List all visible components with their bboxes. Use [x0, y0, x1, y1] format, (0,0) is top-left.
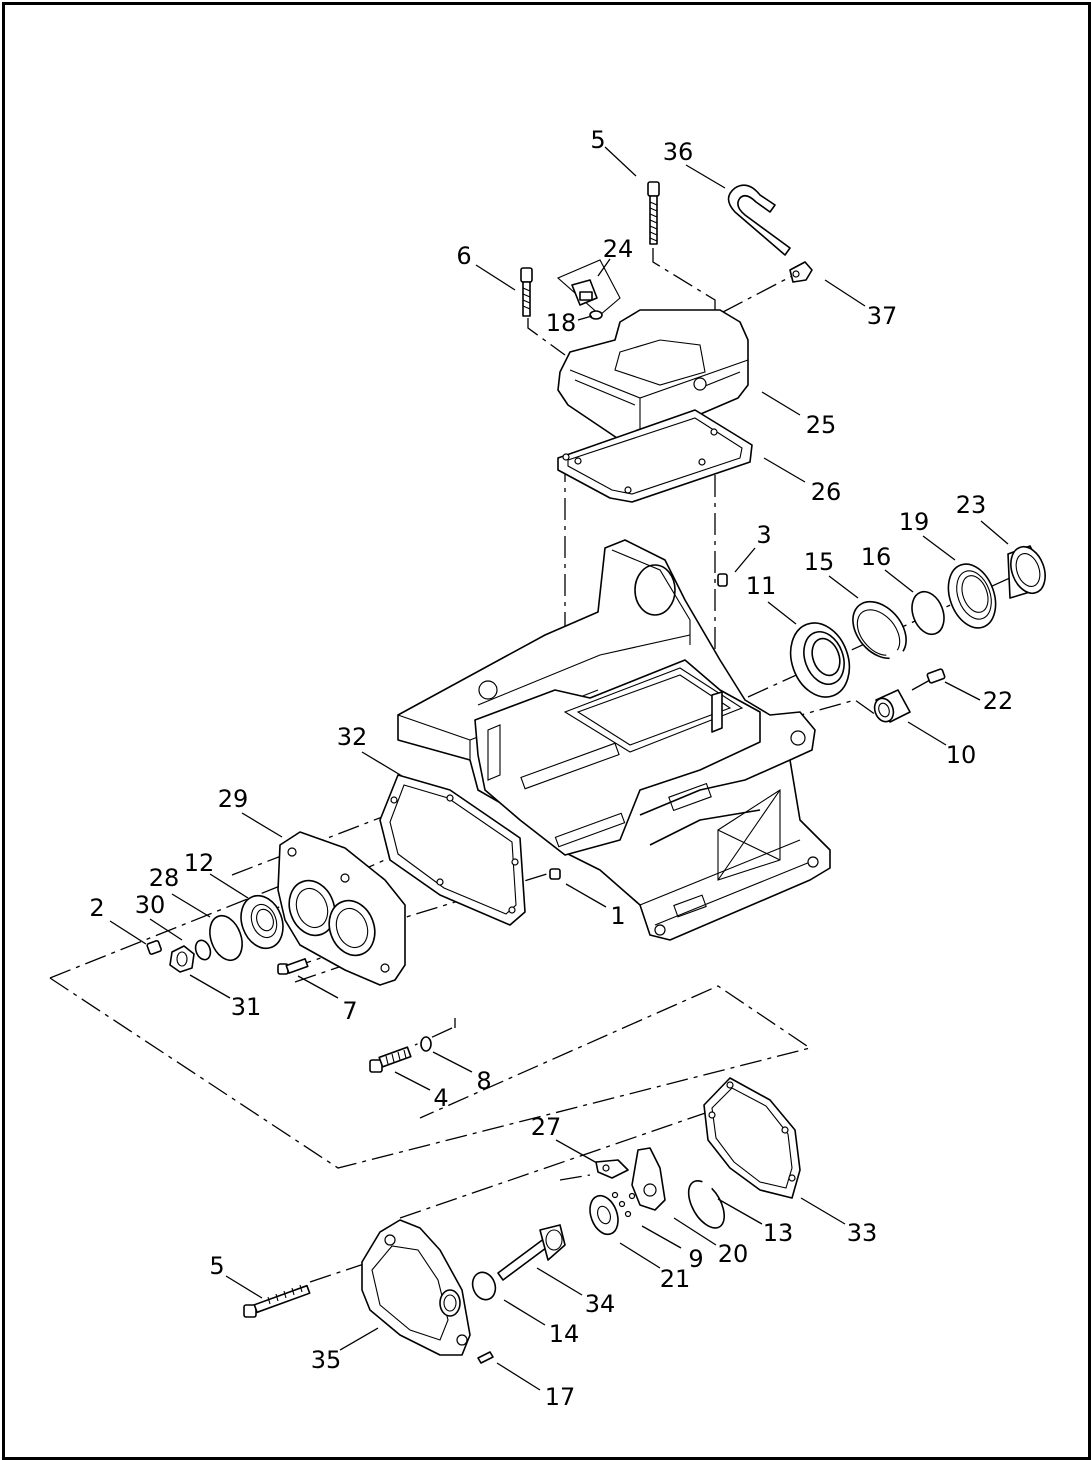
callout-8: 8: [476, 1067, 491, 1095]
washer-8: [420, 1036, 432, 1052]
washers-9: [611, 1191, 636, 1218]
bearing-11: [789, 622, 851, 698]
washer-30: [194, 939, 212, 961]
neutral-switch-24: [556, 259, 621, 316]
callout-17: 17: [545, 1383, 576, 1411]
callout-14: 14: [549, 1320, 580, 1348]
o-ring-18: [589, 310, 603, 320]
bolt-5-bottom: [243, 1284, 311, 1318]
callout-20: 20: [718, 1240, 749, 1268]
callout-33: 33: [847, 1219, 878, 1247]
callout-22: 22: [983, 687, 1014, 715]
callout-34: 34: [585, 1290, 616, 1318]
callout-26: 26: [811, 478, 842, 506]
callout-3: 3: [756, 521, 771, 549]
gasket-33: [703, 1077, 801, 1199]
callout-11: 11: [746, 572, 777, 600]
callout-23: 23: [956, 491, 987, 519]
callout-13: 13: [763, 1219, 794, 1247]
shift-shaft-34: [497, 1224, 566, 1281]
callout-12: 12: [184, 849, 215, 877]
dowel-pin-22: [926, 668, 946, 684]
callout-21: 21: [660, 1265, 691, 1293]
callout-9: 9: [688, 1245, 703, 1273]
callout-31: 31: [231, 993, 262, 1021]
callout-28: 28: [149, 864, 180, 892]
callout-labels: 5 36 6 24 37 18 25 26 23 19 3 16 15 11 2…: [89, 126, 1013, 1411]
top-cover-25: [557, 309, 749, 441]
callout-35: 35: [311, 1346, 342, 1374]
o-ring-16: [911, 590, 945, 636]
dowel-pin-1: [549, 868, 561, 880]
vent-hose-36: [727, 184, 791, 256]
callout-15: 15: [804, 548, 835, 576]
vent-fitting-37: [789, 261, 813, 283]
plug-7: [277, 958, 309, 975]
retaining-ring-15: [852, 600, 907, 660]
callout-16: 16: [861, 543, 892, 571]
bolt-6: [520, 267, 533, 317]
gasket-32: [379, 774, 526, 926]
callout-4: 4: [433, 1084, 448, 1112]
nut-31: [169, 945, 195, 973]
needle-bearing-10: [873, 689, 911, 723]
top-cover-gasket-26: [557, 409, 753, 503]
retaining-ring-13: [687, 1180, 726, 1229]
dowel-pin-3: [717, 573, 728, 587]
callout-30: 30: [135, 891, 166, 919]
callout-24: 24: [603, 235, 634, 263]
callout-1: 1: [610, 902, 625, 930]
callout-36: 36: [663, 138, 694, 166]
callout-18: 18: [546, 309, 577, 337]
callout-37: 37: [867, 302, 898, 330]
callout-2: 2: [89, 894, 104, 922]
callout-7: 7: [342, 997, 357, 1025]
bearing-12: [240, 894, 284, 950]
transmission-case: [397, 539, 831, 941]
drain-plug-4: [369, 1046, 412, 1073]
callout-6: 6: [456, 242, 471, 270]
callout-5-bottom: 5: [209, 1252, 224, 1280]
oil-seal-19: [947, 563, 997, 629]
retaining-ring-28: [209, 914, 243, 962]
callout-25: 25: [806, 411, 837, 439]
shifter-lever-20: [631, 1147, 666, 1211]
side-cover-35: [361, 1219, 471, 1356]
lock-plate-27: [595, 1159, 629, 1179]
dowel-pin-2: [146, 940, 162, 955]
callout-32: 32: [337, 723, 368, 751]
dowel-pin-17: [477, 1351, 494, 1364]
callout-19: 19: [899, 508, 930, 536]
bolt-5-top: [647, 181, 660, 245]
callout-5-top: 5: [590, 126, 605, 154]
callout-10: 10: [946, 741, 977, 769]
o-ring-14: [471, 1271, 497, 1301]
oil-seal-21: [589, 1194, 619, 1236]
callout-27: 27: [531, 1113, 562, 1141]
spacer-23: [1007, 545, 1046, 599]
bearing-housing-29: [277, 831, 406, 986]
callout-29: 29: [218, 785, 249, 813]
leader-lines: [109, 146, 1009, 1391]
